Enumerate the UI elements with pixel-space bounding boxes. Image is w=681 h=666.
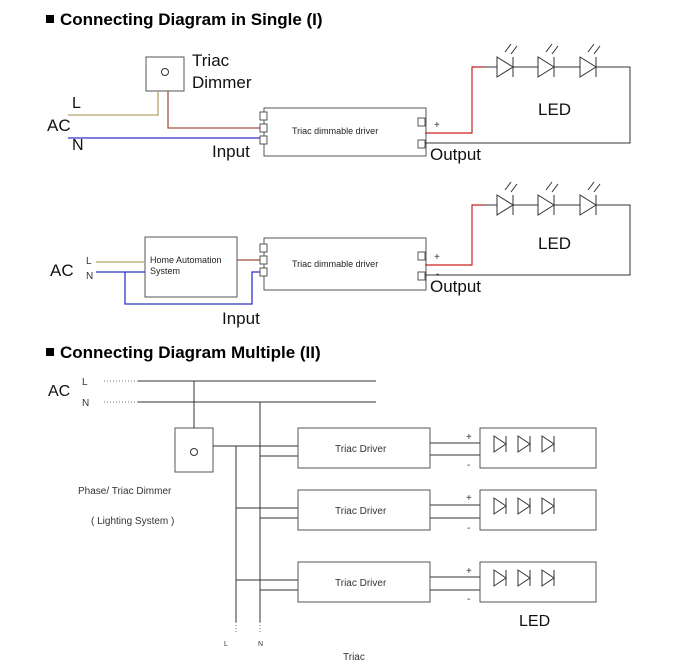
- live-wire-1: [68, 91, 159, 116]
- dimmer-label-2: Dimmer: [192, 73, 252, 92]
- led-label-2: LED: [538, 234, 571, 253]
- output-label-2: Output: [430, 277, 481, 296]
- driver2-terminal: [259, 243, 268, 253]
- dimmer2-label-1: Phase/ Triac Dimmer: [78, 486, 172, 497]
- l-label-1: L: [72, 95, 81, 112]
- led-icon: [493, 435, 555, 453]
- plus-3: +: [466, 566, 472, 577]
- n-label-1: N: [72, 137, 84, 154]
- driver2-terminal: [417, 251, 426, 261]
- phase-dimmer-box: [174, 427, 214, 473]
- dimmer-output-wire: [167, 91, 262, 129]
- driver1-terminal: [417, 139, 426, 149]
- led-icon: [537, 181, 559, 216]
- n-label-2: N: [86, 271, 93, 282]
- minus-2: -: [467, 523, 470, 534]
- dimmer2-label-2: ( Lighting System ): [91, 516, 174, 527]
- driver1-terminal: [417, 117, 426, 127]
- triac-bus: [213, 445, 237, 622]
- triac-driver-2: [263, 237, 427, 291]
- driver2-label: Triac dimmable driver: [292, 259, 378, 269]
- driver1-label: Triac dimmable driver: [292, 126, 378, 136]
- dimmer-label-1: Triac: [192, 51, 230, 70]
- led-icon: [493, 497, 555, 515]
- negative-wire-2: [425, 204, 631, 276]
- driver1-terminal: [259, 111, 268, 121]
- driver1-terminal: [259, 135, 268, 145]
- input-label-1: Input: [212, 142, 250, 161]
- triac-driver-label-2: Triac Driver: [335, 506, 387, 517]
- plus-label-1: +: [434, 120, 440, 131]
- l-label-3: L: [82, 377, 88, 388]
- neutral-wire-2b: [124, 271, 262, 305]
- minus-1: -: [467, 460, 470, 471]
- led-icon: [493, 569, 555, 587]
- plus-label-2: +: [434, 252, 440, 263]
- triac-driver-label-3: Triac Driver: [335, 578, 387, 589]
- driver2-terminal: [417, 271, 426, 281]
- automation-label-2: System: [150, 266, 180, 276]
- led-icon: [496, 43, 518, 78]
- dimmer-knob-icon: [161, 68, 169, 76]
- output-label-1: Output: [430, 145, 481, 164]
- positive-wire-1: [425, 66, 484, 134]
- led-label-3: LED: [519, 613, 550, 630]
- triac-dimmer-box: [145, 56, 185, 92]
- l-label-2: L: [86, 256, 92, 267]
- home-automation-box: [144, 236, 238, 298]
- led-icon: [496, 181, 518, 216]
- driver2-terminal: [259, 267, 268, 277]
- n-label-3: N: [82, 398, 89, 409]
- driver1-terminal: [259, 123, 268, 133]
- automation-label-1: Home Automation: [150, 255, 222, 265]
- dimmer-knob-icon: [190, 448, 198, 456]
- section1-title: Connecting Diagram in Single (I): [60, 10, 323, 29]
- plus-2: +: [466, 493, 472, 504]
- led-icon: [579, 181, 601, 216]
- driver2-terminal: [259, 255, 268, 265]
- triac-driver-row-2: [297, 489, 431, 531]
- triac-driver-row-1: [297, 427, 431, 469]
- section2-title: Connecting Diagram Multiple (II): [60, 343, 321, 362]
- ac-label-2: AC: [50, 261, 74, 280]
- positive-wire-2: [425, 204, 484, 266]
- section2-bullet: [46, 348, 54, 356]
- input-label-2: Input: [222, 309, 260, 328]
- ac-label-1: AC: [47, 116, 71, 135]
- triac-driver-label-1: Triac Driver: [335, 444, 387, 455]
- led-icon: [579, 43, 601, 78]
- triac-driver-row-3: [297, 561, 431, 603]
- ac-label-3: AC: [48, 383, 70, 400]
- plus-1: +: [466, 432, 472, 443]
- bottom-l-label: L: [224, 641, 228, 648]
- led-icon: [537, 43, 559, 78]
- section1-bullet: [46, 15, 54, 23]
- negative-wire-1: [425, 66, 631, 144]
- bottom-triac-label: Triac: [343, 652, 365, 663]
- led-label-1: LED: [538, 100, 571, 119]
- bottom-n-label: N: [258, 641, 263, 648]
- minus-3: -: [467, 594, 470, 605]
